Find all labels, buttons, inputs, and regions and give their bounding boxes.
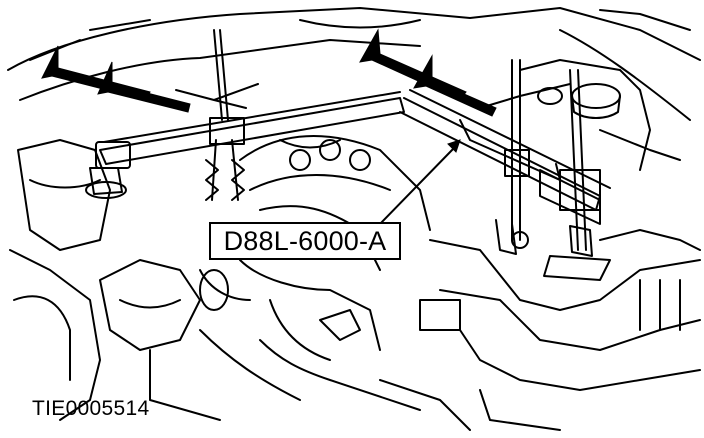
support-bar-left (85, 29, 405, 201)
support-bar-right (399, 59, 611, 281)
arrow-left-inner (97, 61, 191, 113)
arrow-right-inner (413, 54, 497, 117)
callout-leader-line (379, 147, 455, 225)
left-components (9, 139, 221, 421)
tool-callout-label: D88L-6000-A (209, 222, 401, 260)
callout-arrowhead (447, 139, 461, 153)
reservoir-cap (519, 59, 681, 171)
engine-intake (199, 135, 431, 411)
hood-outline (7, 7, 701, 121)
figure-id-label: TIE0005514 (32, 397, 150, 420)
right-components (379, 229, 701, 431)
